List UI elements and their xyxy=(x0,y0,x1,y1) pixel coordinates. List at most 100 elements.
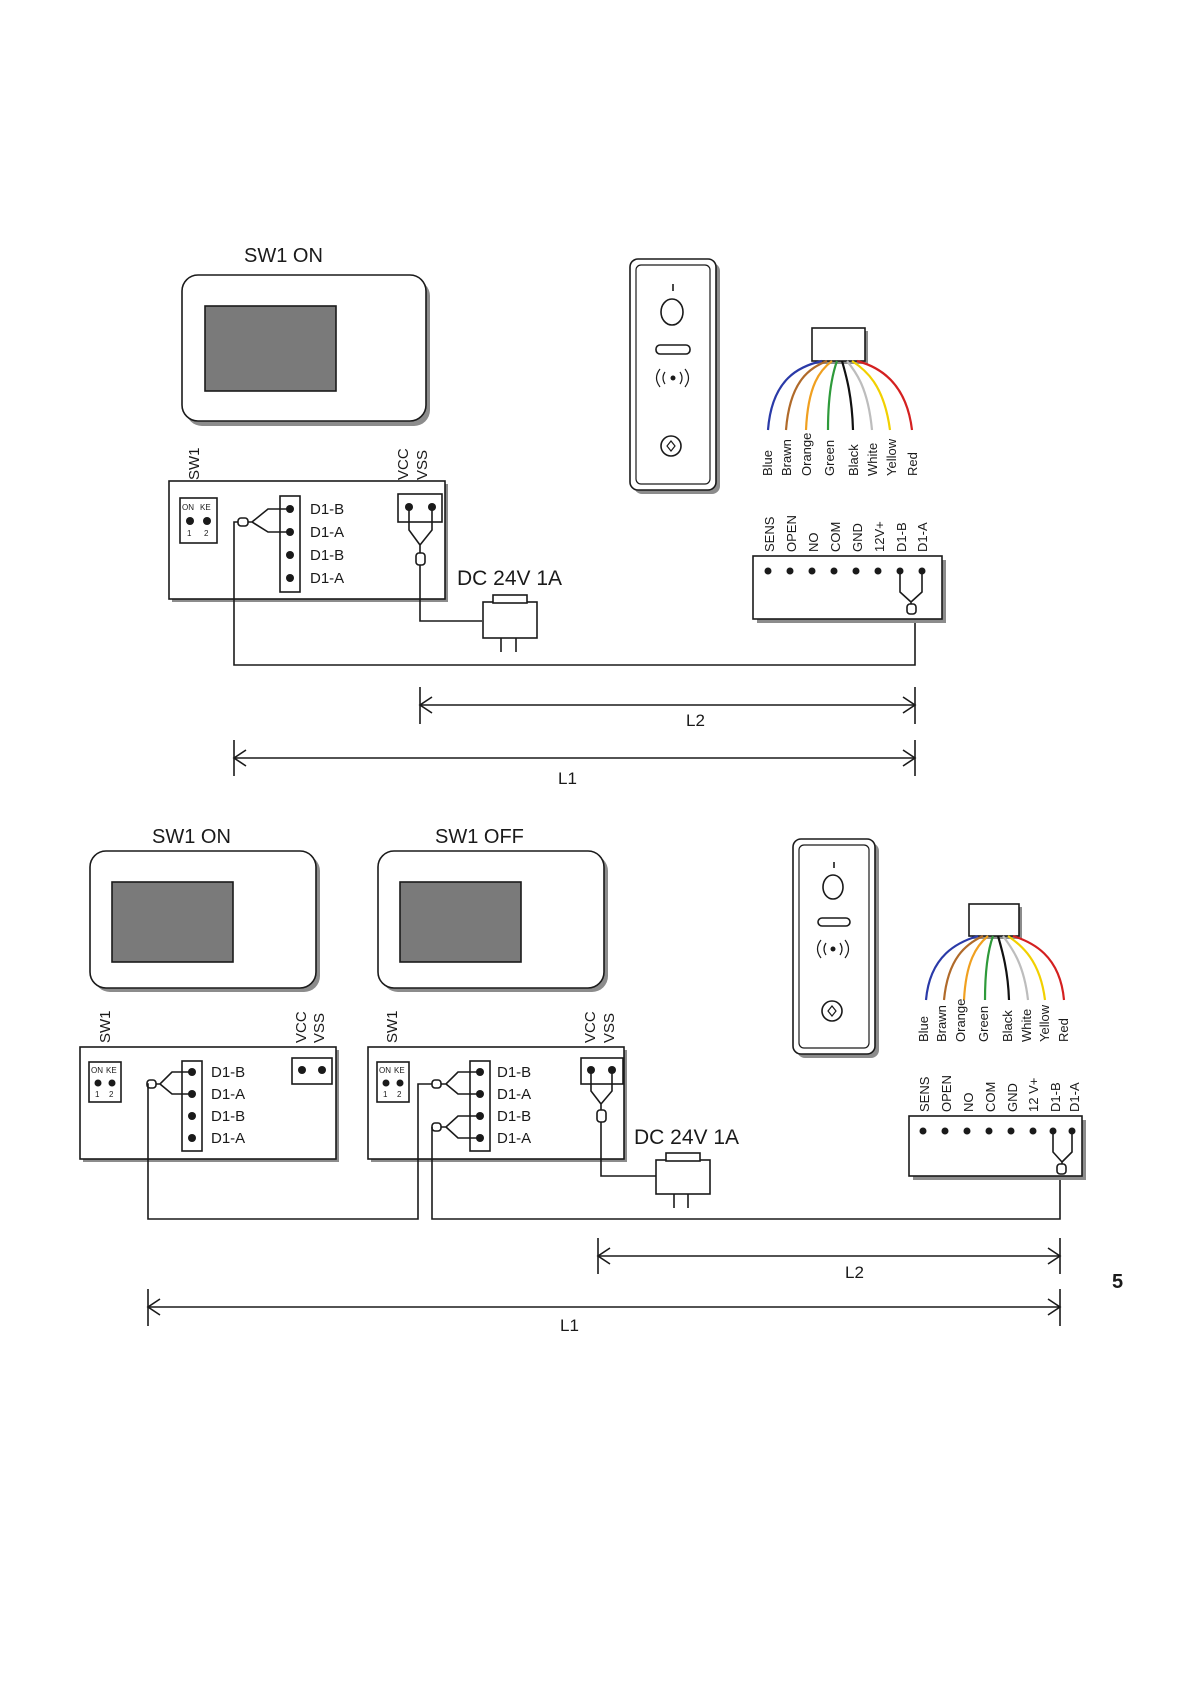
monitor-title: SW1 ON xyxy=(244,245,323,267)
outdoor-terminal-label: OPEN xyxy=(939,1075,954,1112)
dip-ke-label: KE xyxy=(394,1066,405,1075)
vcc-label: VCC xyxy=(395,448,412,480)
bus-fork-a xyxy=(155,1071,192,1095)
wire-white xyxy=(1002,935,1030,1001)
terminal-label: D1-B xyxy=(310,501,344,518)
power-label: DC 24V 1A xyxy=(634,1126,739,1149)
call-button-icon xyxy=(821,1000,843,1022)
outdoor-terminal-label: NO xyxy=(961,1093,976,1113)
wire-yellow xyxy=(851,360,892,431)
power-label: DC 24V 1A xyxy=(457,567,562,590)
outdoor-terminal-label: SENS xyxy=(917,1076,932,1112)
wire-labels-2: Blue Brawn Orange Green Black White Yell… xyxy=(916,999,1071,1042)
vcc-label: VCC xyxy=(293,1011,310,1043)
outdoor-inner xyxy=(635,264,711,485)
sw1-label: SW1 xyxy=(384,1010,401,1043)
outdoor-terminal-strip: SENS OPEN NO COM GND 12V+ D1-B D1-A xyxy=(752,515,946,623)
dip-on-label: ON xyxy=(379,1066,391,1075)
monitor-screen xyxy=(204,305,337,392)
dip-2-label: 2 xyxy=(397,1090,402,1099)
dip-switch-b: ON KE 1 2 xyxy=(376,1061,410,1103)
wire-red xyxy=(1012,934,1066,1001)
dip-switch-a: ON KE 1 2 xyxy=(88,1061,122,1103)
bus-wire xyxy=(233,521,916,666)
wire-label: Red xyxy=(905,452,920,476)
terminal-block-a: D1-B D1-A D1-B D1-A xyxy=(181,1060,245,1152)
dip-pin-1 xyxy=(186,517,194,525)
wire-white xyxy=(846,360,874,431)
dip-2-label: 2 xyxy=(109,1090,114,1099)
dip-on-label: ON xyxy=(182,503,194,512)
outdoor-terminal-label: SENS xyxy=(762,516,777,552)
terminal-dot xyxy=(286,551,294,559)
outdoor-terminal-strip-2: SENS OPEN NO COM GND 12 V+ D1-B D1-A xyxy=(908,1075,1086,1180)
terminal-label: D1-A xyxy=(211,1086,245,1103)
wire-orange xyxy=(962,935,989,1001)
outdoor-station-2 xyxy=(792,838,879,1058)
terminal-label: D1-A xyxy=(497,1086,531,1103)
dip-on-label: ON xyxy=(91,1066,103,1075)
outdoor-terminal-label: GND xyxy=(850,523,865,552)
terminal-label: D1-B xyxy=(211,1064,245,1081)
terminal-label: D1-B xyxy=(211,1108,245,1125)
indoor-monitor: SW1 ON xyxy=(181,245,430,426)
power-wire-b xyxy=(600,1122,656,1177)
rfid-icon xyxy=(816,939,850,959)
outdoor-terminal-label: D1-B xyxy=(1048,1082,1063,1112)
vss-label: VSS xyxy=(414,450,431,480)
dim-l2-label: L2 xyxy=(845,1263,864,1282)
wire-label: Orange xyxy=(953,999,968,1042)
dim-l1-label: L1 xyxy=(560,1316,579,1335)
outdoor-terminal-label: D1-A xyxy=(915,522,930,552)
bus-fork-b-lower xyxy=(440,1115,480,1139)
terminal-label: D1-A xyxy=(211,1130,245,1147)
outdoor-terminal-label: OPEN xyxy=(784,515,799,552)
terminal-label: D1-B xyxy=(310,547,344,564)
terminal-block-b: D1-B D1-A D1-B D1-A xyxy=(469,1060,531,1152)
indoor-monitor-on: SW1 ON xyxy=(89,826,320,992)
diagram-1: SW1 ON SW1 VCC VSS ON KE 1 2 xyxy=(168,245,946,788)
power-wire-fork xyxy=(408,507,433,553)
wire-label: White xyxy=(1019,1009,1034,1042)
indoor-monitor-off: SW1 OFF xyxy=(377,826,608,992)
wire-label: Yellow xyxy=(884,438,899,476)
outdoor-body xyxy=(792,838,876,1055)
rfid-icon xyxy=(655,368,690,388)
outdoor-terminal-label: NO xyxy=(806,533,821,553)
wire-label: Black xyxy=(846,444,861,476)
wire-connector xyxy=(968,903,1020,937)
sw1-label: SW1 xyxy=(186,447,203,480)
power-supply-2: DC 24V 1A xyxy=(634,1126,739,1208)
terminal-label: D1-A xyxy=(310,570,344,587)
wire-label: Brawn xyxy=(779,439,794,476)
bell-icon xyxy=(666,440,676,452)
dimension-l1: L1 xyxy=(232,740,917,788)
dip-1-label: 1 xyxy=(95,1090,100,1099)
wire-red xyxy=(856,359,914,431)
monitor-off-title: SW1 OFF xyxy=(435,826,524,848)
power-wire xyxy=(419,565,482,622)
outdoor-terminal-label: D1-B xyxy=(894,522,909,552)
bus-cable-b-outdoor xyxy=(431,1127,1061,1220)
wire-orange xyxy=(804,360,833,431)
terminal-strip xyxy=(279,495,301,593)
psu-top xyxy=(492,594,528,604)
vss-label: VSS xyxy=(601,1013,618,1043)
wire-black xyxy=(996,935,1011,1001)
dip-switch: ON KE 1 2 xyxy=(179,497,218,544)
outdoor-terminal-label: 12 V+ xyxy=(1026,1078,1041,1112)
bus-wire-tip xyxy=(237,517,249,527)
camera-icon xyxy=(822,874,844,900)
speaker-grille xyxy=(655,344,691,355)
power-fork-b xyxy=(590,1070,613,1110)
dip-1-label: 1 xyxy=(383,1090,388,1099)
dip-2-label: 2 xyxy=(204,529,209,538)
wire-label: Blue xyxy=(760,450,775,476)
sw1-label: SW1 xyxy=(97,1010,114,1043)
vss-label: VSS xyxy=(311,1013,328,1043)
monitor-on-title: SW1 ON xyxy=(152,826,231,848)
wire-label: Brawn xyxy=(934,1005,949,1042)
call-button-icon xyxy=(660,435,682,457)
